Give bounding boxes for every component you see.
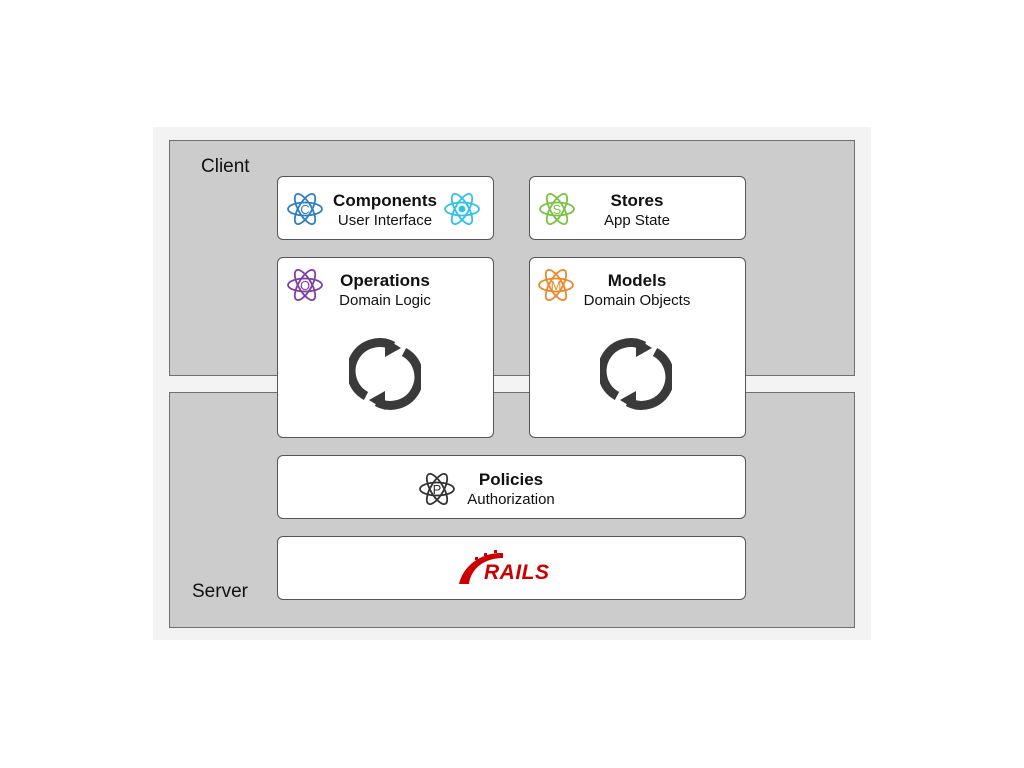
sync-cycle-icon <box>349 334 421 414</box>
client-zone <box>169 140 855 376</box>
components-atom-icon: C <box>285 189 325 229</box>
operations-atom-icon: O <box>285 265 325 305</box>
models-title-group: Models Domain Objects <box>577 271 697 310</box>
stores-atom-icon: S <box>537 189 577 229</box>
models-subtitle: Domain Objects <box>583 292 691 309</box>
client-label: Client <box>201 156 250 177</box>
policies-title: Policies <box>478 470 544 489</box>
svg-text:O: O <box>300 278 310 293</box>
svg-text:P: P <box>433 482 442 497</box>
svg-text:M: M <box>551 278 562 293</box>
sync-cycle-icon <box>600 334 672 414</box>
policies-title-group: Policies Authorization <box>452 470 570 509</box>
components-subtitle: User Interface <box>337 212 433 229</box>
rails-logo-icon <box>457 548 549 588</box>
components-title: Components <box>333 191 437 210</box>
operations-subtitle: Domain Logic <box>339 292 431 309</box>
svg-text:C: C <box>300 202 309 217</box>
operations-title-group: Operations Domain Logic <box>325 271 445 310</box>
policies-subtitle: Authorization <box>467 491 555 508</box>
policies-box <box>277 455 746 519</box>
svg-text:S: S <box>553 202 562 217</box>
rails-logo-text: RAILS <box>484 561 550 584</box>
stores-title-group: Stores App State <box>577 191 697 230</box>
operations-title: Operations <box>340 271 430 290</box>
rails-box <box>277 536 746 600</box>
components-title-group: Components User Interface <box>325 191 445 230</box>
stores-subtitle: App State <box>604 212 670 229</box>
react-atom-icon <box>442 189 482 229</box>
server-label: Server <box>192 581 248 602</box>
models-atom-icon: M <box>536 265 576 305</box>
policies-atom-icon: P <box>417 469 457 509</box>
models-title: Models <box>607 271 667 290</box>
stores-title: Stores <box>610 191 664 210</box>
